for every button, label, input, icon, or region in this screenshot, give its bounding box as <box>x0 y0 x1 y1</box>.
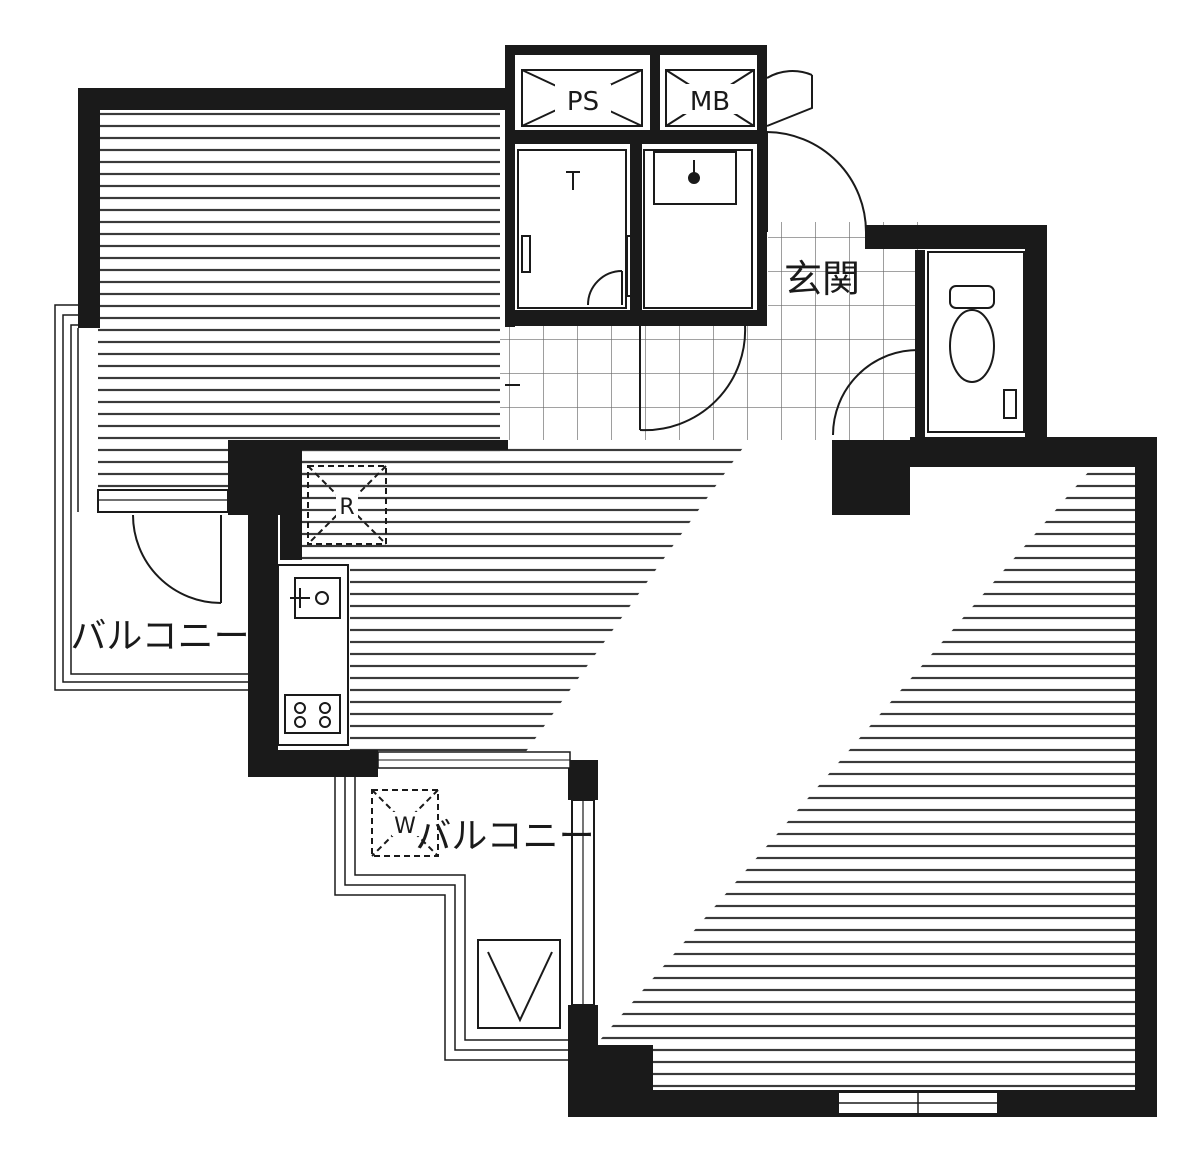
washer-space <box>371 789 439 857</box>
wall <box>915 250 925 440</box>
wall <box>280 440 302 560</box>
balcony-left <box>54 304 248 691</box>
wall <box>78 88 510 110</box>
washer-label: W <box>394 814 416 839</box>
wall <box>505 45 767 55</box>
wall <box>1135 437 1157 1117</box>
wall <box>505 310 767 326</box>
wall <box>228 440 508 450</box>
balcony-bottom <box>334 777 570 1061</box>
shower-room <box>517 149 627 309</box>
ps-label: PS <box>567 87 599 117</box>
wall <box>568 1005 598 1055</box>
wall <box>568 1045 653 1117</box>
wall <box>248 515 278 777</box>
wall <box>505 45 515 327</box>
entrance-label: 玄関 <box>784 257 860 301</box>
hallway-floor <box>500 325 918 440</box>
outdoor-unit <box>477 939 561 1029</box>
wall <box>78 88 100 328</box>
kitchen-counter <box>277 564 349 746</box>
balcony-bottom-label: バルコニー <box>415 816 594 857</box>
washroom <box>626 149 753 309</box>
fridge-label: R <box>339 495 354 520</box>
front-door[interactable] <box>766 70 867 233</box>
wall <box>248 750 378 777</box>
wall <box>568 760 598 800</box>
wall <box>515 130 765 144</box>
balcony-door[interactable] <box>132 514 222 604</box>
wall <box>757 45 767 325</box>
wall <box>910 437 1157 467</box>
wall-column <box>832 440 910 515</box>
window <box>97 489 229 513</box>
wall <box>865 225 1047 249</box>
western-room-floor <box>98 110 500 488</box>
wall <box>1025 225 1047 440</box>
wall <box>650 55 660 135</box>
balcony-left-label: バルコニー <box>70 616 249 657</box>
mb-label: MB <box>690 87 730 117</box>
washroom-door[interactable] <box>639 324 747 432</box>
ldk-floor-highlight <box>520 445 1090 1040</box>
toilet-room <box>832 251 1025 436</box>
